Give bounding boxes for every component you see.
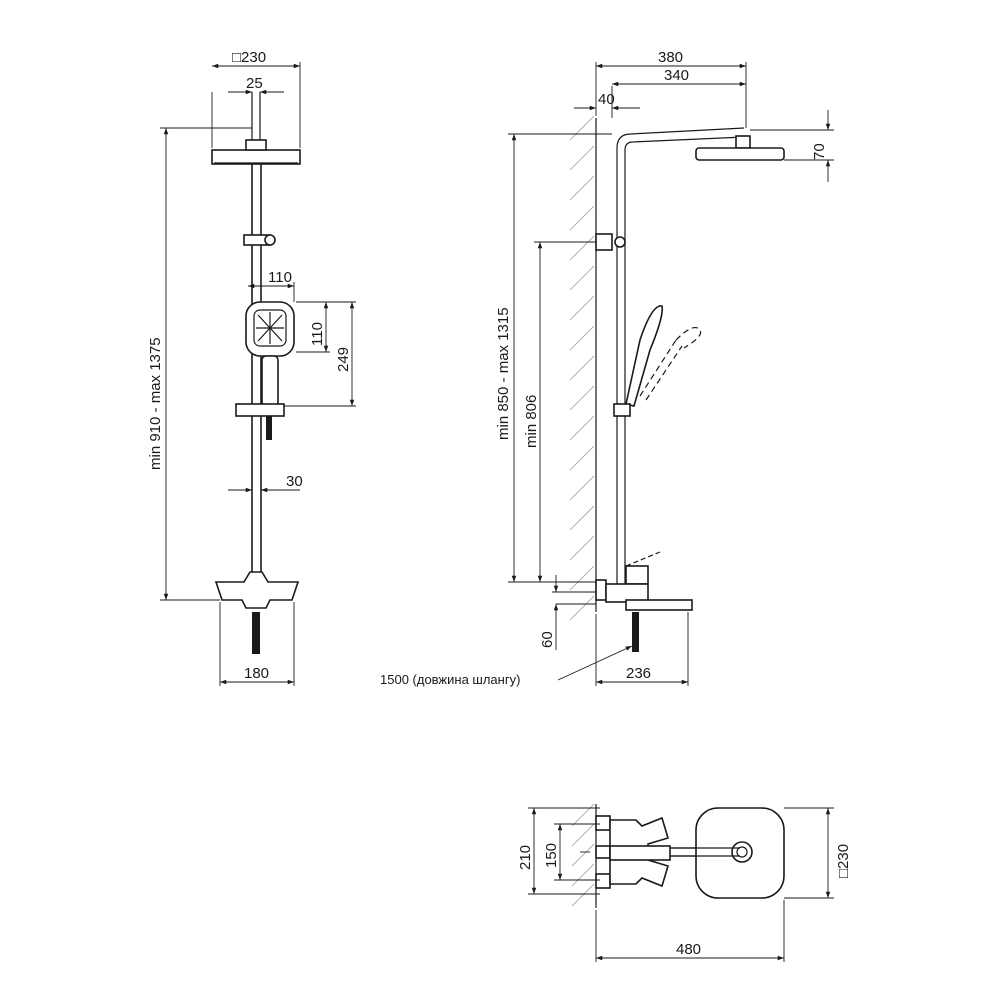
dim-min-holder: min 806 (523, 395, 540, 448)
dim-hose-length: 1500 (довжина шлангу) (380, 672, 520, 687)
dim-arm-width: 25 (246, 75, 263, 92)
dim-side-height: min 850 - max 1315 (495, 307, 512, 440)
wall-hatch (569, 115, 597, 621)
dim-connection-spacing: 150 (543, 843, 560, 868)
dim-total-reach: 380 (658, 49, 683, 66)
dim-arm-reach: 340 (664, 67, 689, 84)
dim-front-height: min 910 - max 1375 (147, 337, 164, 470)
dim-hand-width: 110 (268, 269, 292, 286)
dim-rail-offset: 30 (286, 473, 303, 490)
dim-mixer-width: 180 (244, 665, 269, 682)
front-mixer (214, 571, 300, 609)
dim-spout-height: 60 (539, 631, 556, 648)
side-overhead-shower (695, 147, 785, 161)
dim-total-depth: 480 (676, 941, 701, 958)
front-view: □230 25 min 910 - max 1375 110 110 249 3… (147, 49, 356, 686)
dim-wall-gap: 40 (598, 91, 615, 108)
dim-spout-reach: 236 (626, 665, 651, 682)
dim-hand-head: 110 (309, 322, 326, 346)
top-view: 210 150 □230 480 (517, 803, 852, 962)
side-rail-pipe (616, 127, 745, 600)
dim-hand-length: 249 (335, 347, 352, 372)
front-rail-pipe (251, 163, 262, 575)
side-view: 380 340 40 70 min 850 - max 1315 min 806… (380, 49, 834, 687)
dim-head-height: 70 (811, 143, 828, 160)
dim-eccentric-width: 210 (517, 845, 534, 870)
front-overhead-shower (211, 149, 301, 165)
side-hand-shower (625, 305, 664, 407)
dim-top-head-size: □230 (835, 844, 852, 878)
dim-head-width: □230 (232, 49, 266, 66)
